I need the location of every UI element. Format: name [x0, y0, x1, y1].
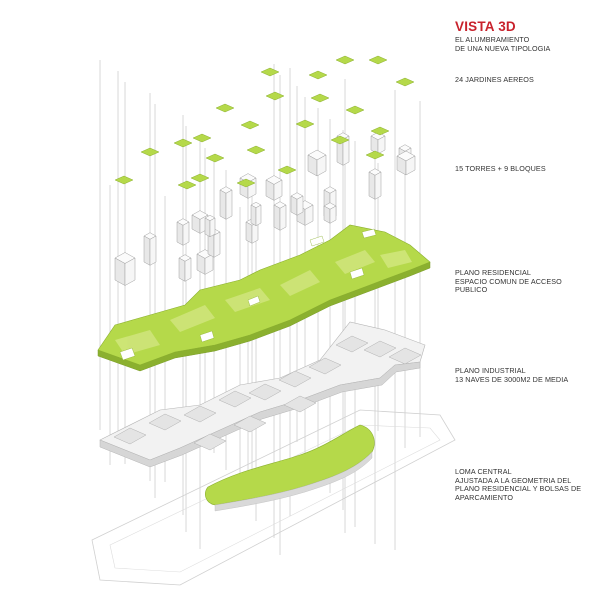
industrial-hall	[233, 415, 267, 433]
tower-side	[209, 217, 216, 238]
tower-side	[273, 204, 281, 231]
aerial-garden	[330, 135, 350, 145]
layer-label-line: PLANO INDUSTRIAL	[455, 366, 526, 375]
layer-label-jardines: 24 JARDINES AEREOS	[455, 75, 534, 85]
aerial-garden	[173, 138, 193, 148]
tower-side	[225, 189, 233, 220]
tower-side	[124, 257, 136, 286]
aerial-garden	[192, 133, 212, 143]
aerial-garden	[240, 120, 260, 130]
aerial-garden	[395, 77, 415, 87]
tower-side	[329, 205, 337, 224]
tower-side	[184, 257, 192, 282]
tower-side	[143, 235, 151, 266]
layer-label-line: 15 TORRES + 9 BLOQUES	[455, 164, 546, 173]
tower-side	[149, 235, 157, 266]
aerial-garden	[246, 145, 266, 155]
aerial-garden	[295, 119, 315, 129]
industrial-hall	[335, 335, 369, 353]
subtitle-line: EL ALUMBRAMIENTO	[455, 35, 530, 44]
residential-plane-stripes	[115, 250, 412, 355]
layer-label-plano-industrial: PLANO INDUSTRIAL 13 NAVES DE 3000m2 DE M…	[455, 366, 569, 384]
aerial-garden	[177, 180, 197, 190]
aerial-garden	[368, 55, 388, 65]
aerial-garden	[236, 178, 256, 188]
aerial-garden	[310, 93, 330, 103]
layer-label-line: ESPACIO COMUN DE ACCESO	[455, 276, 562, 286]
aerial-garden	[335, 55, 355, 65]
aerial-garden	[265, 91, 285, 101]
layer-plano-residencial	[97, 224, 431, 372]
residential-plane-openings	[119, 228, 377, 361]
tower-side	[368, 171, 376, 200]
industrial-halls	[113, 335, 422, 451]
industrial-hall	[193, 433, 227, 451]
aerial-garden	[370, 126, 390, 136]
tower-side	[204, 217, 211, 238]
aerial-garden	[215, 103, 235, 113]
tower-side	[273, 179, 283, 201]
layer-label-plano-residencial: PLANO RESIDENCIAL ESPACIO COMUN DE ACCES…	[455, 268, 562, 295]
layer-label-line: PLANO RESIDENCIAL	[455, 268, 531, 277]
page-title: VISTA 3D	[455, 19, 516, 34]
industrial-hall	[308, 357, 342, 375]
aerial-garden	[260, 67, 280, 77]
industrial-hall	[183, 405, 217, 423]
aerial-garden	[205, 153, 225, 163]
layer-label-line: LOMA CENTRAL	[455, 467, 512, 476]
industrial-hall	[113, 427, 147, 445]
tower-side	[250, 204, 257, 227]
tower-side	[245, 221, 253, 244]
layer-label-line: PLANO RESIDENCIAL Y BOLSAS DE	[455, 484, 582, 494]
subtitle: EL ALUMBRAMIENTO DE UNA NUEVA TIPOLOGIA	[455, 35, 551, 53]
aerial-garden	[114, 175, 134, 185]
layer-label-line: APARCAMIENTO	[455, 492, 514, 502]
layer-label-torres: 15 TORRES + 9 BLOQUES	[455, 164, 546, 174]
industrial-hall	[278, 370, 312, 388]
tower-side	[182, 221, 190, 246]
aerial-gardens	[114, 55, 415, 190]
loma-central-hill-side	[214, 451, 373, 512]
aerial-garden	[365, 150, 385, 160]
tower-side	[304, 204, 314, 226]
tower-side	[178, 257, 186, 282]
tower-side	[176, 221, 184, 246]
tower-side	[213, 231, 221, 258]
layer-label-line: 13 NAVES DE 3000m2 DE MEDIA	[455, 374, 569, 384]
layer-label-line: PUBLICO	[455, 285, 488, 295]
site-outline	[91, 409, 456, 586]
tower-side	[279, 204, 287, 231]
industrial-plane-edge	[99, 361, 421, 468]
tower-side	[219, 189, 227, 220]
tower-side	[374, 171, 382, 200]
industrial-hall	[283, 395, 317, 413]
layer-loma-central	[91, 409, 456, 586]
tower-side	[342, 135, 350, 166]
tower-side	[290, 195, 298, 216]
tower-side	[255, 204, 262, 227]
industrial-hall	[363, 340, 397, 358]
layer-plano-industrial	[99, 321, 426, 468]
tower-side	[405, 155, 416, 176]
tower-side	[316, 154, 327, 177]
subtitle-line: DE UNA NUEVA TIPOLOGIA	[455, 43, 551, 53]
layer-label-line: AJUSTADA A LA GEOMETRIA DEL	[455, 475, 572, 485]
aerial-garden	[308, 70, 328, 80]
tower-side	[296, 195, 304, 216]
industrial-hall	[248, 383, 282, 401]
industrial-hall	[388, 347, 422, 365]
aerial-garden	[190, 173, 210, 183]
aerial-garden	[345, 105, 365, 115]
aerial-garden	[277, 165, 297, 175]
layer-label-loma-central: LOMA CENTRAL AJUSTADA A LA GEOMETRIA DEL…	[455, 467, 582, 502]
aerial-garden	[140, 147, 160, 157]
towers-and-blocks	[114, 131, 416, 286]
layer-label-line: 24 JARDINES AEREOS	[455, 75, 534, 84]
tower-side	[323, 205, 331, 224]
industrial-hall	[148, 413, 182, 431]
industrial-hall	[218, 390, 252, 408]
tower-side	[377, 135, 386, 155]
